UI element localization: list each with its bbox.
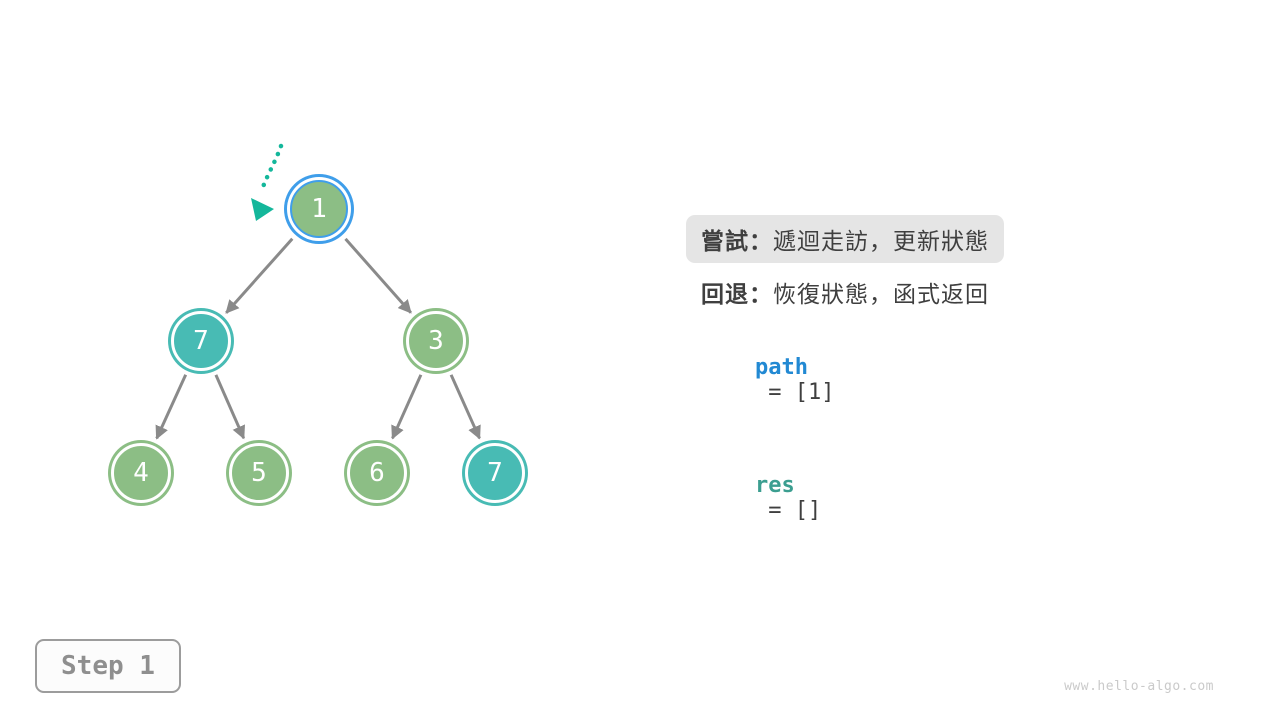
legend-try-text: 遞迴走訪，更新狀態 xyxy=(773,228,989,254)
current-pointer-arrow xyxy=(251,143,284,221)
legend-backtrack-text: 恢復狀態，函式返回 xyxy=(773,281,989,307)
tree-node-7: 7 xyxy=(465,443,525,503)
tree-edge xyxy=(155,374,188,440)
tree-edge xyxy=(391,374,423,440)
res-state: res = [] xyxy=(702,448,821,548)
legend-backtrack-label: 回退： xyxy=(701,281,773,307)
watermark: www.hello-algo.com xyxy=(1064,679,1214,694)
res-variable-value: = [] xyxy=(754,498,822,523)
tree-edge xyxy=(449,374,481,440)
tree-edges xyxy=(155,237,481,440)
path-variable-value: = [1] xyxy=(754,380,835,405)
tree-node-5: 5 xyxy=(229,443,289,503)
res-variable-name: res xyxy=(754,473,795,498)
path-state: path = [1] xyxy=(702,330,834,430)
tree-edge xyxy=(214,374,246,440)
legend-backtrack: 回退： 恢復狀態，函式返回 xyxy=(701,278,989,307)
pointer-arrowhead-icon xyxy=(251,198,274,221)
tree-node-6: 6 xyxy=(347,443,407,503)
legend-try-label: 嘗試： xyxy=(701,228,773,254)
tree-edge xyxy=(344,237,412,314)
path-variable-name: path xyxy=(754,355,808,380)
pointer-dotted-trail xyxy=(259,143,284,193)
tree-node-4: 4 xyxy=(111,443,171,503)
legend-try: 嘗試： 遞迴走訪，更新狀態 xyxy=(686,215,1004,263)
tree-edge xyxy=(225,237,294,314)
tree-node-3: 3 xyxy=(406,311,466,371)
tree-node-7: 7 xyxy=(171,311,231,371)
step-badge: Step 1 xyxy=(35,639,181,693)
tree-node-1: 1 xyxy=(290,180,348,238)
